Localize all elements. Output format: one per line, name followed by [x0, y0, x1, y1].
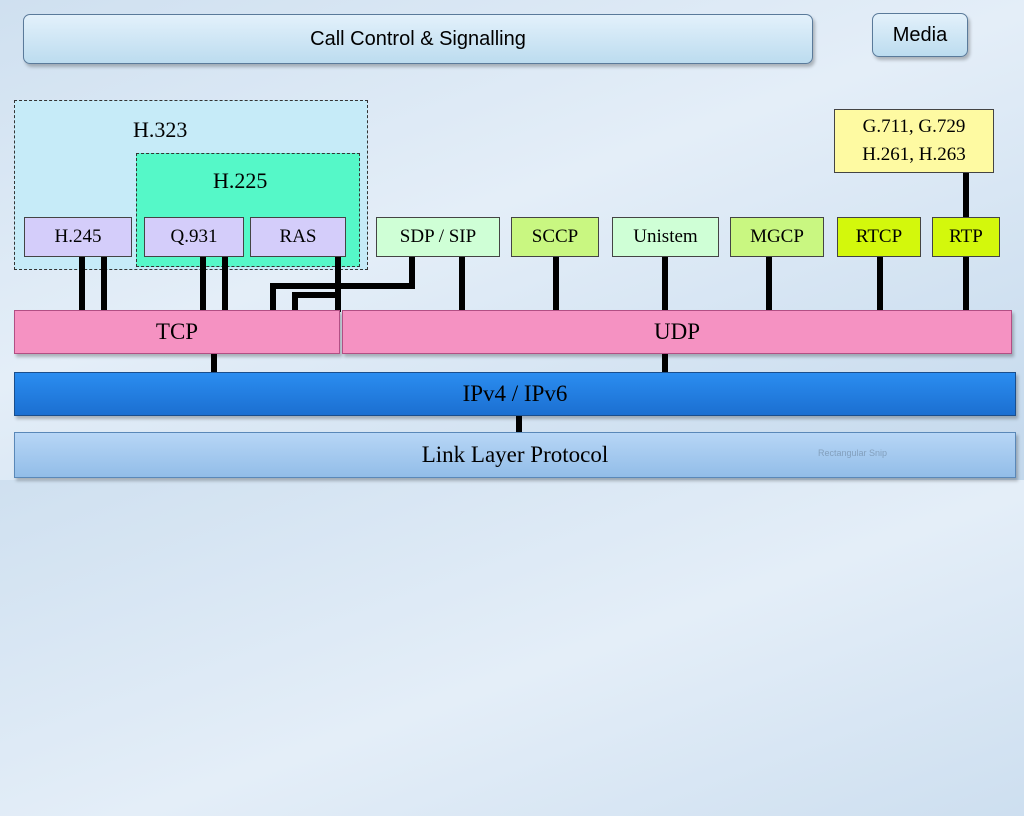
link-label: Link Layer Protocol	[421, 442, 609, 467]
connector-codec-rtp	[963, 173, 969, 217]
connector-sip-tcp-1	[270, 283, 276, 312]
h245-label: H.245	[54, 226, 102, 247]
rtcp-box: RTCP	[837, 217, 921, 257]
connector-ip-link	[516, 416, 522, 434]
call-control-label: Call Control & Signalling	[310, 27, 526, 50]
rtp-box: RTP	[932, 217, 1000, 257]
codec-box: G.711, G.729 H.261, H.263	[834, 109, 994, 173]
connector-sip-down	[409, 257, 415, 289]
connector-q931-tcp-1	[200, 257, 206, 312]
ip-layer: IPv4 / IPv6	[14, 372, 1016, 416]
mgcp-box: MGCP	[730, 217, 824, 257]
udp-label: UDP	[653, 319, 700, 344]
h225-label: H.225	[213, 168, 268, 193]
connector-mgcp-udp	[766, 257, 772, 312]
watermark-text: Rectangular Snip	[818, 448, 888, 458]
unistem-label: Unistem	[633, 226, 698, 247]
connector-q931-tcp-2	[222, 257, 228, 312]
h323-label: H.323	[133, 117, 188, 142]
connector-sip-horizontal-2	[292, 292, 340, 298]
unistem-box: Unistem	[612, 217, 719, 257]
connector-tcp-ip	[211, 354, 217, 374]
ras-label: RAS	[279, 226, 317, 247]
connector-h245-tcp-2	[101, 257, 107, 312]
call-control-signalling-bar: Call Control & Signalling	[23, 14, 813, 64]
ip-label: IPv4 / IPv6	[462, 381, 568, 406]
rtcp-label: RTCP	[855, 226, 903, 247]
media-pill: Media	[872, 13, 968, 57]
connector-unistem-udp	[662, 257, 668, 312]
connector-sip-tcp-2	[292, 292, 298, 312]
connector-rtp-udp	[963, 257, 969, 312]
udp-layer: UDP	[342, 310, 1012, 354]
sccp-box: SCCP	[511, 217, 599, 257]
sccp-label: SCCP	[531, 226, 579, 247]
sdp-sip-label: SDP / SIP	[399, 226, 477, 247]
media-label: Media	[892, 23, 948, 46]
connector-udp-ip	[662, 354, 668, 374]
h245-box: H.245	[24, 217, 132, 257]
ras-box: RAS	[250, 217, 346, 257]
codec-line-1: G.711, G.729	[862, 116, 966, 137]
connector-h245-tcp-1	[79, 257, 85, 312]
tcp-layer: TCP	[14, 310, 340, 354]
sdp-sip-box: SDP / SIP	[376, 217, 500, 257]
rtp-label: RTP	[949, 226, 983, 247]
connector-sccp-udp	[553, 257, 559, 312]
mgcp-label: MGCP	[750, 226, 804, 247]
codec-line-2: H.261, H.263	[862, 144, 966, 165]
connector-sip-udp	[459, 257, 465, 312]
connector-sip-horizontal-1	[270, 283, 415, 289]
q931-box: Q.931	[144, 217, 244, 257]
tcp-label: TCP	[155, 319, 199, 344]
connector-rtcp-udp	[877, 257, 883, 312]
q931-label: Q.931	[170, 226, 218, 247]
link-layer: Link Layer Protocol	[14, 432, 1016, 478]
